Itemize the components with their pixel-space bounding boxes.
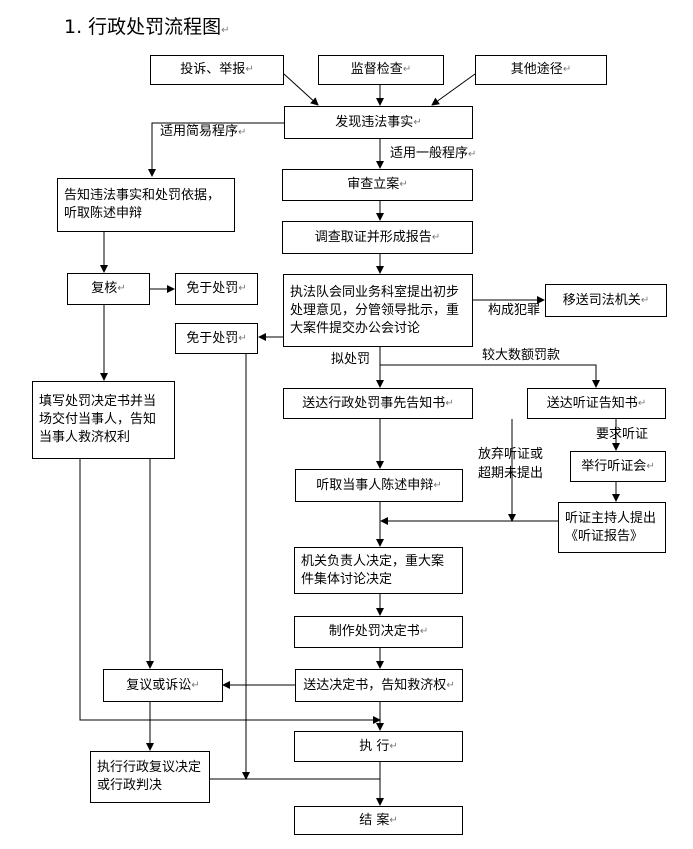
fill-decision-box: 填写处罚决定书并当场交付当事人，告知当事人救济权利 (32, 381, 175, 459)
supervision-box: 监督检查↵ (318, 55, 444, 85)
pre-notice-box: 送达行政处罚事先告知书↵ (283, 388, 473, 419)
label-proposed-penalty: 拟处罚 (331, 352, 371, 367)
arrow-hearing-notice (380, 364, 600, 388)
hear-statement-box: 听取当事人陈述申辩↵ (295, 469, 463, 502)
investigate-box: 调查取证并形成报告↵ (282, 221, 473, 254)
arrow-other-discover (431, 73, 476, 106)
execute-box: 执 行↵ (294, 731, 463, 762)
hold-hearing-box: 举行听证会↵ (570, 451, 666, 482)
close-case-box: 结 案↵ (294, 806, 463, 835)
discover-box: 发现违法事实↵ (284, 106, 473, 139)
arrow-simple-procedure (148, 122, 284, 177)
make-decision-box: 制作处罚决定书↵ (294, 616, 463, 648)
other-ways-box: 其他途径↵ (475, 55, 607, 85)
complaint-box: 投诉、举报↵ (150, 55, 284, 85)
label-crime: 构成犯罪 (488, 303, 541, 318)
exempt-box-1: 免于处罚↵ (175, 273, 258, 305)
label-waive-hearing: 放弃听证或超期未提出 (478, 447, 544, 481)
label-request-hearing: 要求听证 (596, 427, 649, 442)
reconsider-box: 复议或诉讼↵ (103, 669, 223, 702)
page-title: 1. 行政处罚流程图↵ (64, 16, 230, 38)
transfer-judicial-box: 移送司法机关↵ (545, 284, 667, 317)
deliver-decision-box: 送达决定书，告知救济权↵ (295, 669, 463, 702)
inform-simple-box: 告知违法事实和处罚依据，听取陈述申辩 (57, 178, 235, 232)
exempt-box-2: 免于处罚↵ (175, 323, 258, 354)
file-case-box: 审查立案↵ (282, 169, 473, 201)
hearing-report-box: 听证主持人提出《听证报告》 (558, 502, 666, 553)
review-box: 复核↵ (67, 273, 150, 305)
arrow-complaint-discover (283, 73, 319, 106)
preliminary-box: 执法队会同业务科室提出初步处理意见，分管领导批示，重大案件提交办公会讨论 (283, 274, 473, 347)
label-general-procedure: 适用一般程序↵ (390, 146, 477, 161)
hearing-notice-box: 送达听证告知书↵ (527, 388, 666, 419)
authority-decision-box: 机关负责人决定，重大案件集体讨论决定 (294, 547, 463, 594)
label-large-fine: 较大数额罚款 (482, 348, 561, 363)
label-simple-procedure: 适用简易程序↵ (160, 124, 247, 139)
execute-judgment-box: 执行行政复议决定或行政判决 (90, 751, 210, 803)
arrow-fill-execute (79, 459, 381, 724)
